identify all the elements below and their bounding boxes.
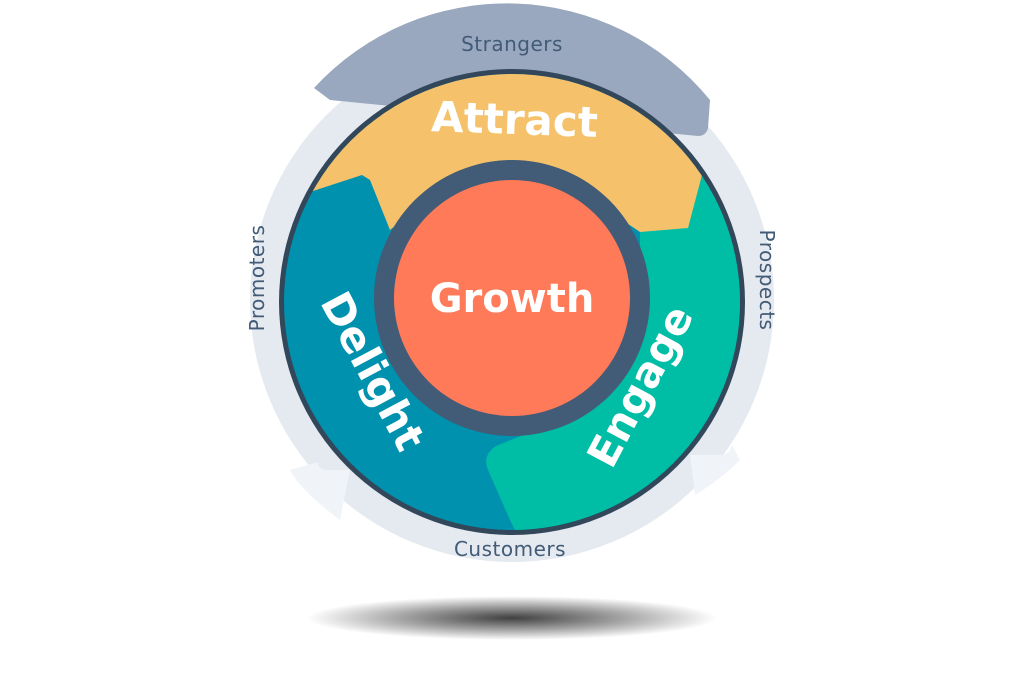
label-strangers: Strangers [461,32,563,56]
drop-shadow [307,596,717,640]
label-customers: Customers [454,537,566,561]
label-growth: Growth [430,276,595,322]
outer-ring-notch-left [290,462,350,520]
label-promoters: Promoters [245,225,269,332]
label-attract: Attract [430,92,598,147]
outer-ring-notch-right [690,445,740,495]
label-prospects: Prospects [755,230,779,331]
center-circle [394,180,630,416]
